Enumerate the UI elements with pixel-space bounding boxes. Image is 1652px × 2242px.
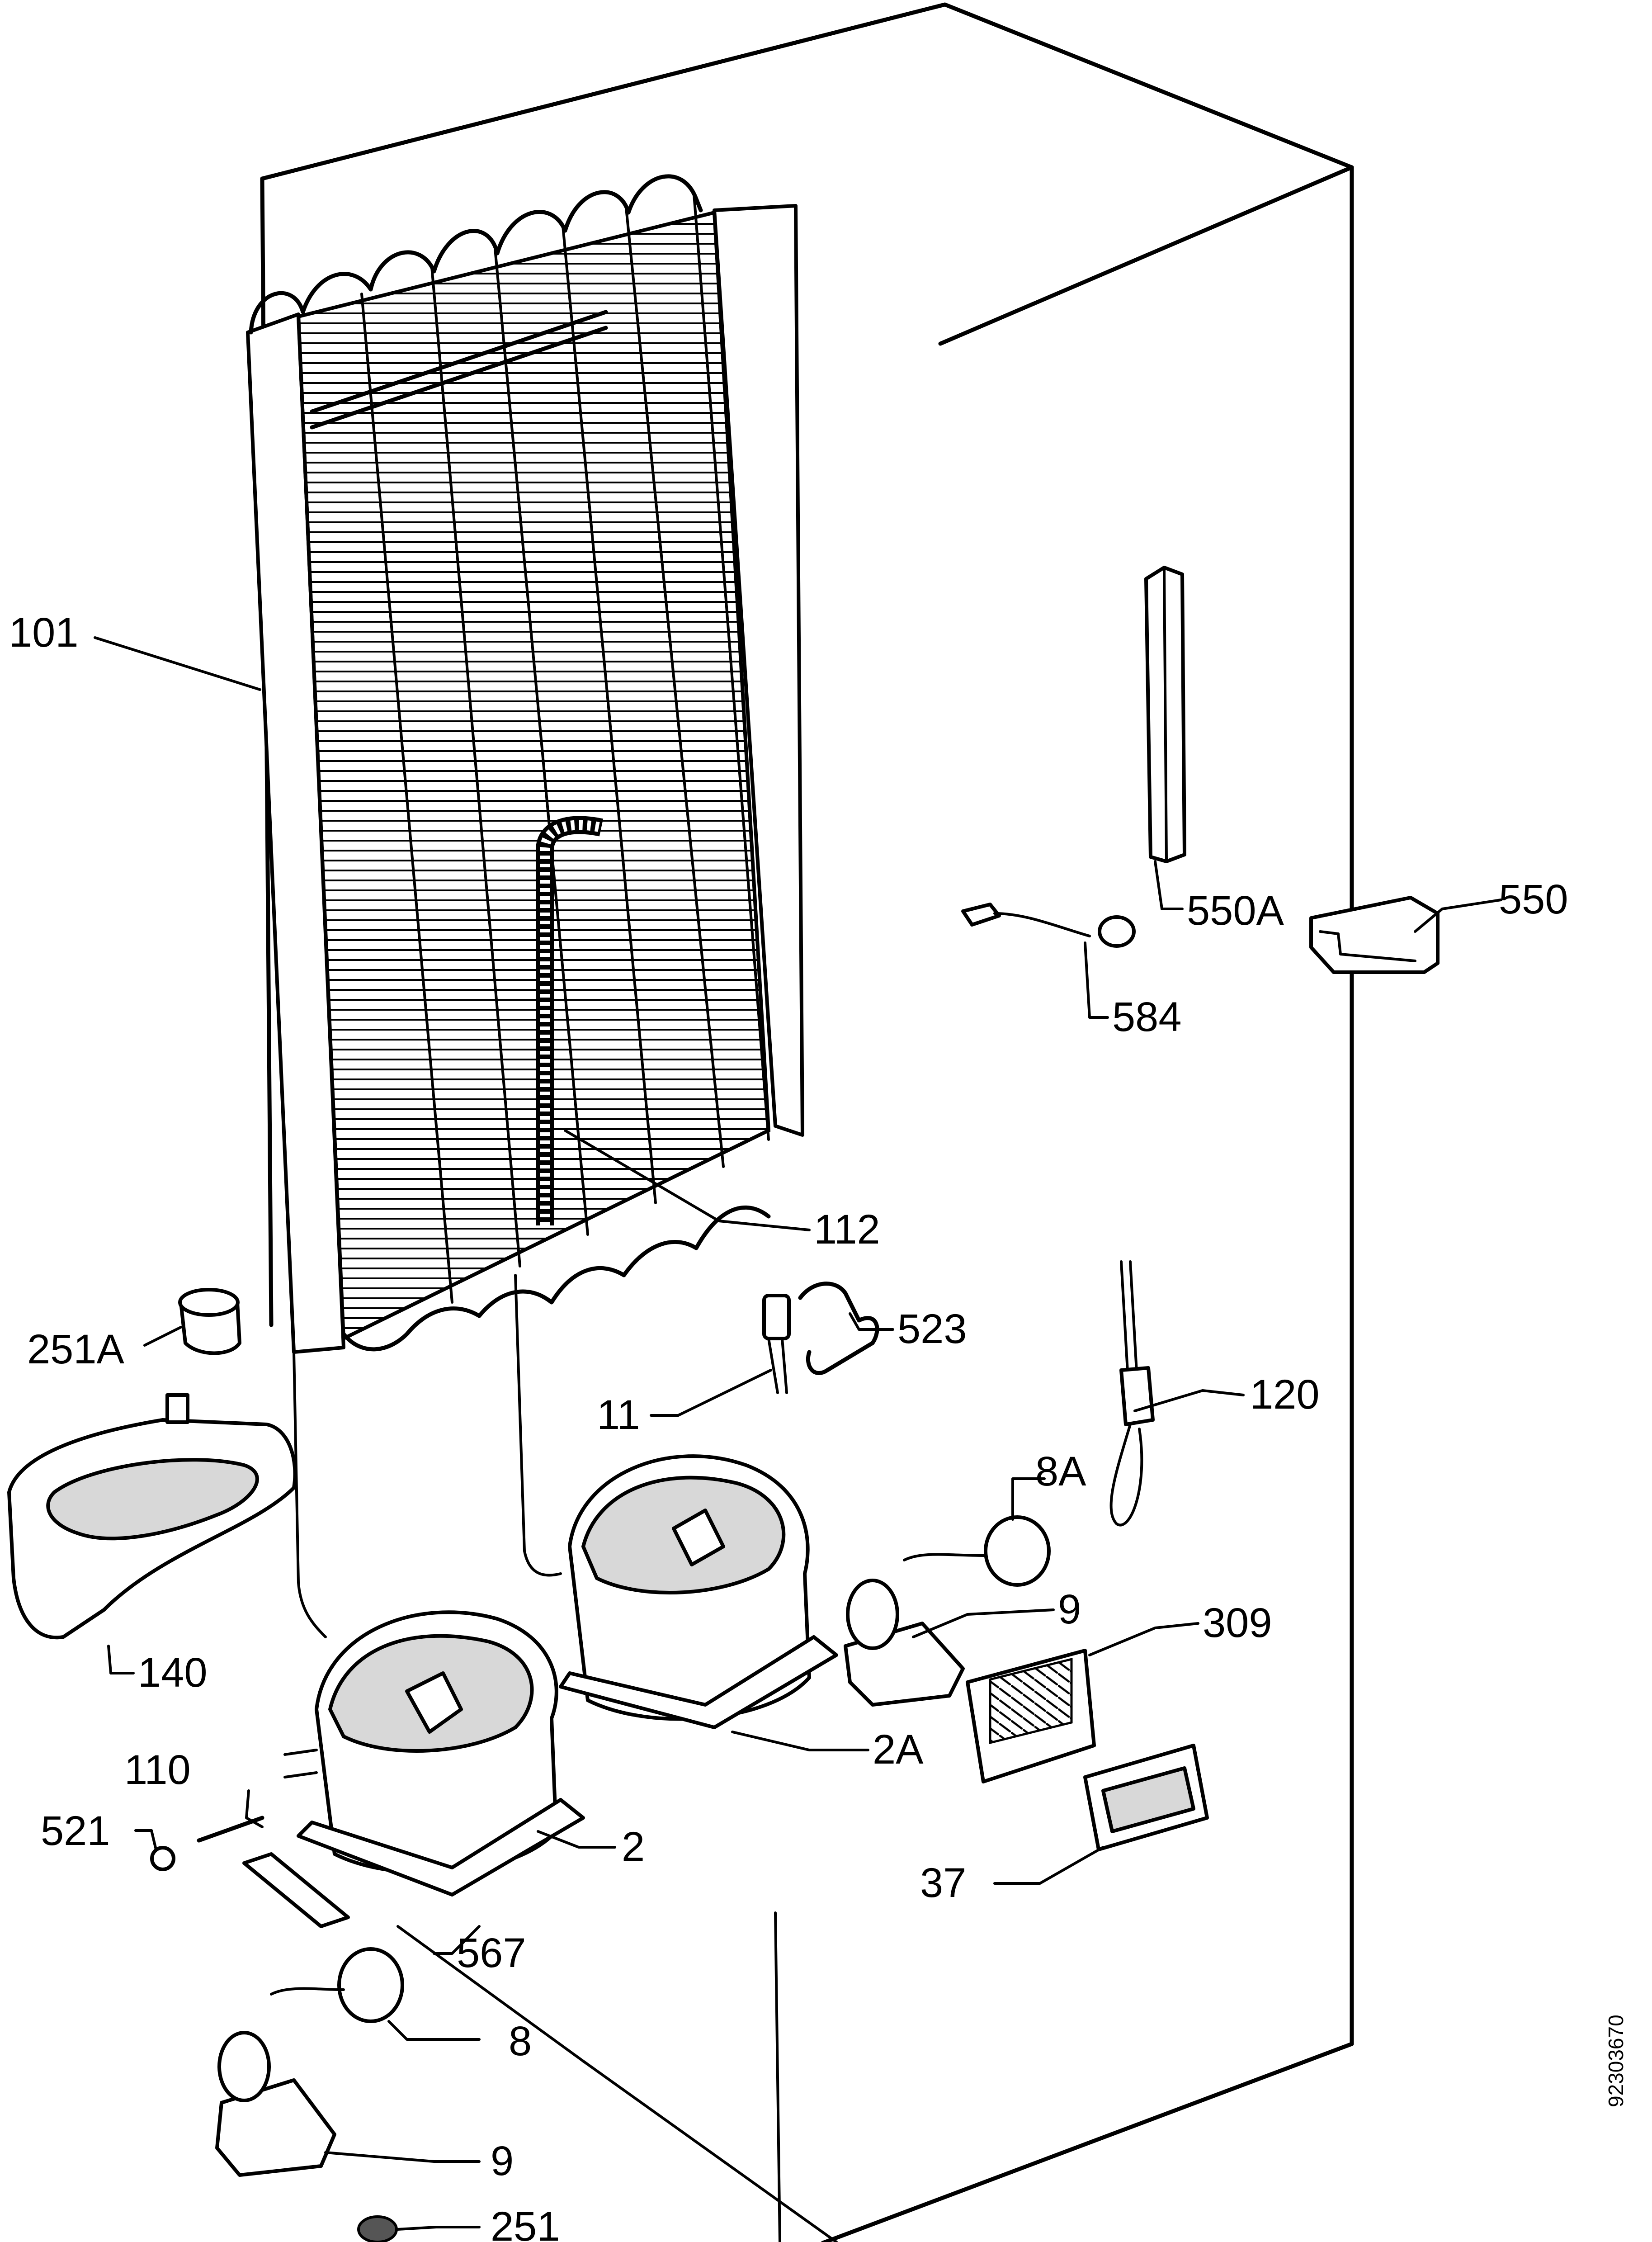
label-521: 521 [41,1808,110,1854]
bracket-bar-550A [1144,566,1186,863]
label-9-lower: 9 [491,2138,514,2184]
drawing-code: 92303670 [1604,2015,1628,2107]
label-2A: 2A [873,1726,924,1773]
overload-protector-8A [903,1515,1051,1587]
label-550: 550 [1499,876,1568,922]
sensor-584 [961,903,1136,948]
plug-521 [150,1846,175,1871]
heater-120 [1109,1260,1155,1527]
control-board-309 [966,1649,1096,1783]
label-110: 110 [124,1747,191,1793]
condenser-tubes [360,193,770,1304]
label-309: 309 [1203,1600,1272,1646]
label-9-upper: 9 [1058,1586,1081,1632]
condenser-101 [246,174,804,1354]
label-112: 112 [814,1206,880,1253]
label-550A: 550A [1187,888,1284,934]
label-567: 567 [457,1930,526,1976]
label-120: 120 [1250,1372,1320,1418]
overload-protector-8 [270,1947,404,2023]
drip-tray-140 [7,1393,297,1640]
relay-bracket-9-upper [844,1579,965,1707]
label-251: 251 [491,2204,560,2242]
clip-550 [1309,896,1440,974]
label-2: 2 [622,1824,645,1870]
filter-cup-251A [178,1288,241,1355]
start-capacitor-11 [762,1294,791,1394]
relay-bracket-9-lower [215,2031,336,2177]
drier-112 [536,816,604,1225]
label-8: 8 [509,2018,532,2064]
grommet-251 [357,2215,398,2242]
plate-567 [242,1852,350,1928]
part-labels: 101 550A 550 584 112 251A 523 11 120 8A … [9,610,1568,2242]
label-37: 37 [920,1860,966,1906]
label-101: 101 [9,610,79,656]
compressor-2 [283,1610,585,1897]
label-140: 140 [138,1650,208,1696]
label-523: 523 [897,1306,967,1352]
label-11: 11 [597,1392,640,1438]
leader-lines [94,636,1502,2231]
label-251A: 251A [27,1326,124,1372]
label-8A: 8A [1035,1448,1086,1495]
discharge-tube [293,1351,327,1638]
suction-tube [514,1274,562,1577]
clamp-523 [798,1282,879,1375]
cover-37 [1083,1744,1209,1851]
compressor-2A [559,1454,838,1729]
label-584: 584 [1112,994,1182,1040]
